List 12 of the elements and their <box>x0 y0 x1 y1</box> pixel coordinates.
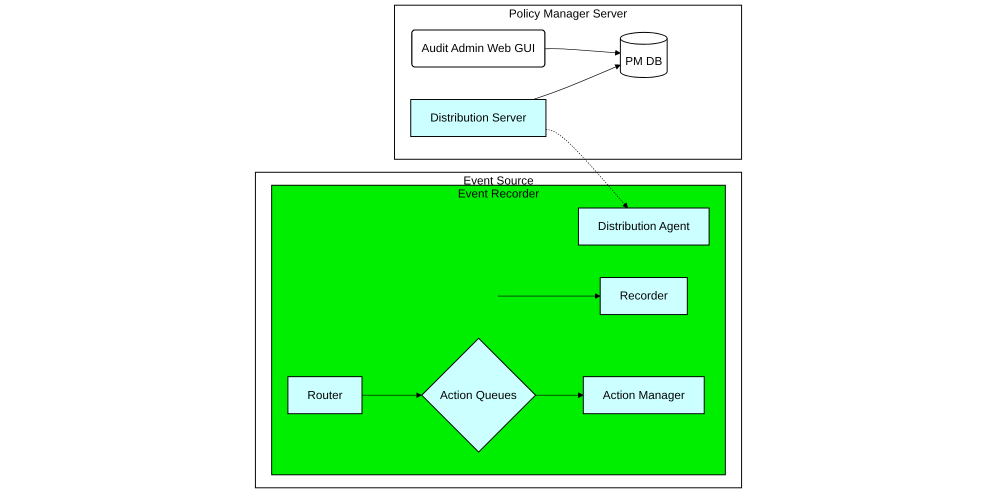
arrow <box>362 392 422 398</box>
node-box: Distribution Agent <box>578 208 710 246</box>
node-box: Router <box>287 376 362 414</box>
arrow <box>534 392 584 398</box>
arrow <box>532 64 621 100</box>
node-diamond: Action Queues <box>421 338 536 453</box>
node-box: Action Manager <box>582 376 705 414</box>
arrow <box>544 48 621 56</box>
node-box: Recorder <box>600 277 688 316</box>
arrow <box>546 129 628 208</box>
node-box: Distribution Server <box>410 99 546 138</box>
arrow <box>498 293 600 299</box>
